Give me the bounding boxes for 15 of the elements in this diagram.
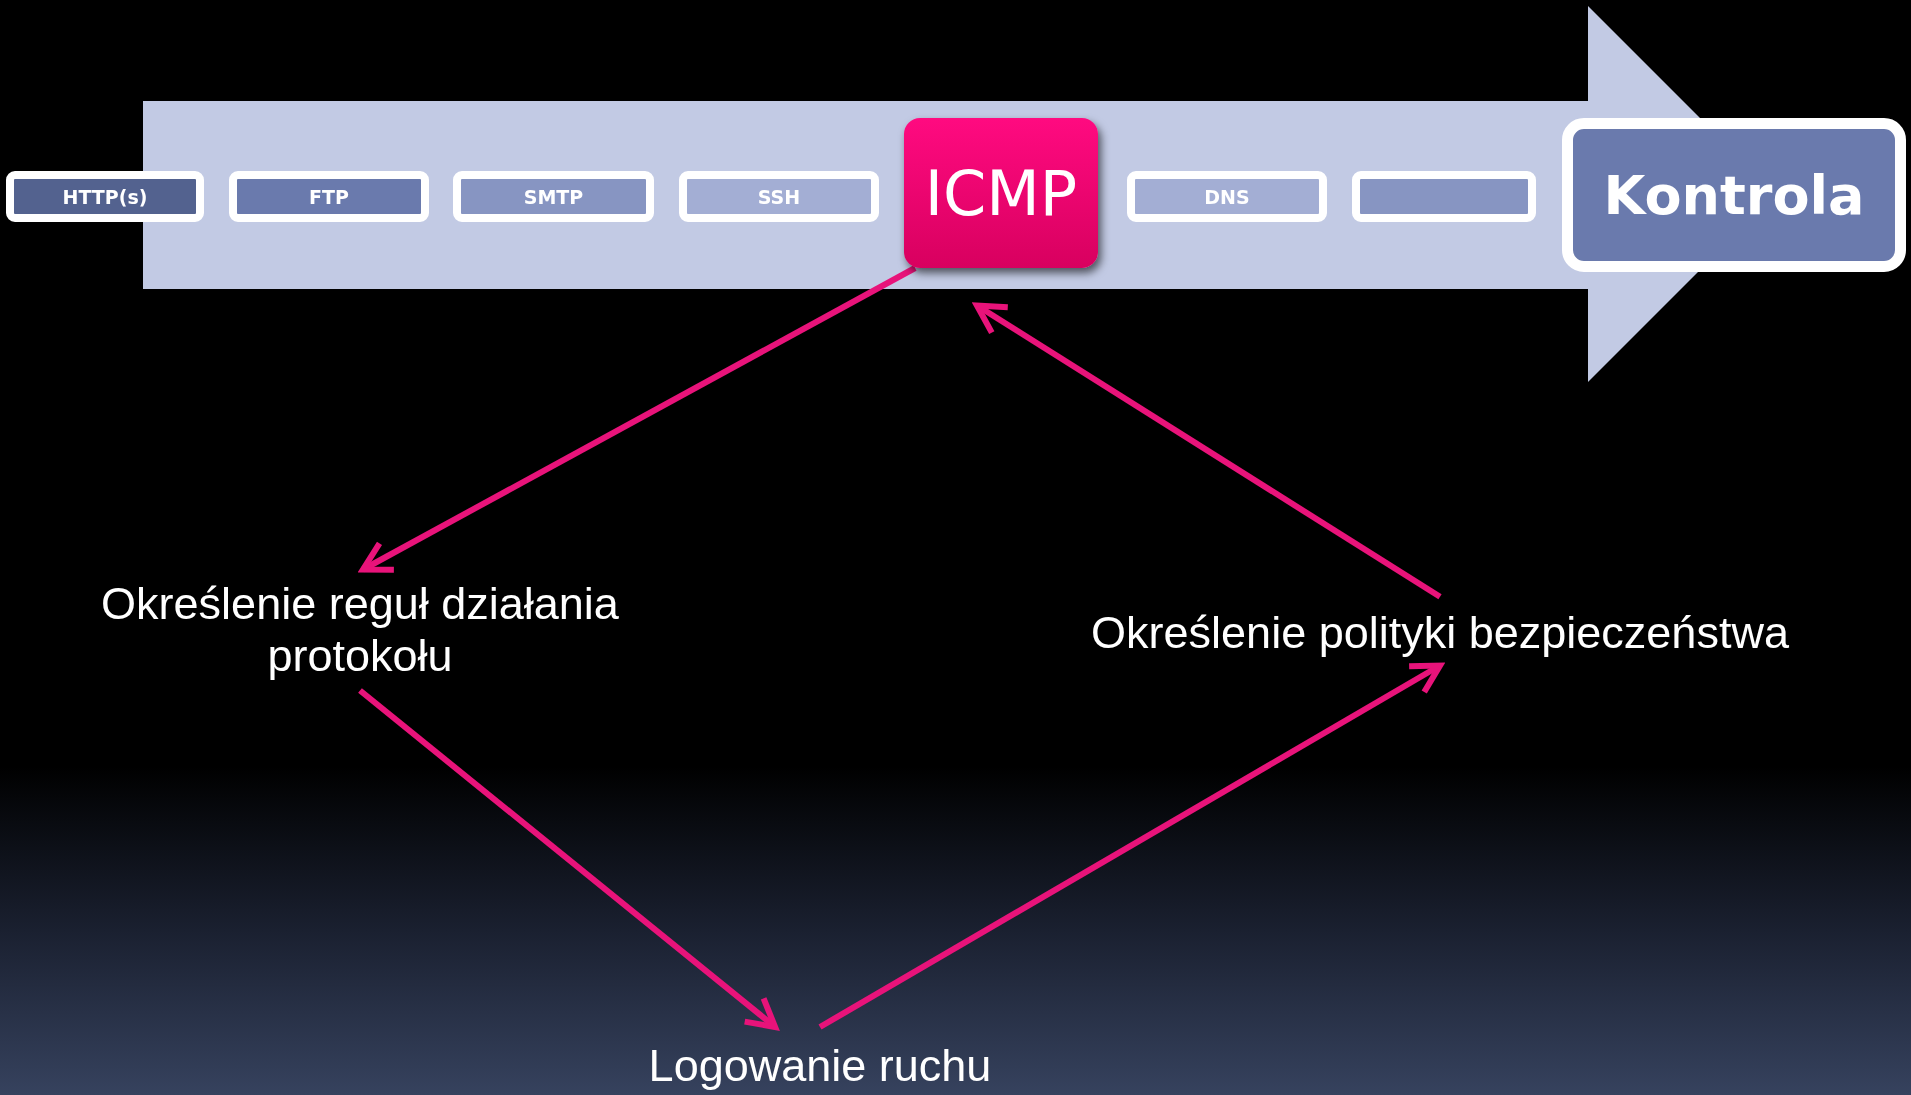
protocol-box: DNS [1127, 171, 1327, 222]
arrow [360, 265, 917, 573]
arrow [973, 302, 1442, 600]
step-label: Określenie polityki bezpieczeństwa [1040, 605, 1840, 660]
protocol-box: SMTP [453, 171, 654, 222]
protocol-box [1352, 171, 1536, 222]
arrow [818, 662, 1443, 1030]
control-box: Kontrola [1562, 118, 1906, 272]
step-label: Określenie reguł działania protokołu [60, 575, 660, 685]
protocol-box: FTP [229, 171, 429, 222]
protocol-box: SSH [679, 171, 879, 222]
protocol-box: HTTP(s) [6, 171, 204, 222]
arrow [358, 688, 779, 1030]
highlighted-protocol-box: ICMP [904, 118, 1098, 268]
step-label: Logowanie ruchu [600, 1038, 1040, 1093]
